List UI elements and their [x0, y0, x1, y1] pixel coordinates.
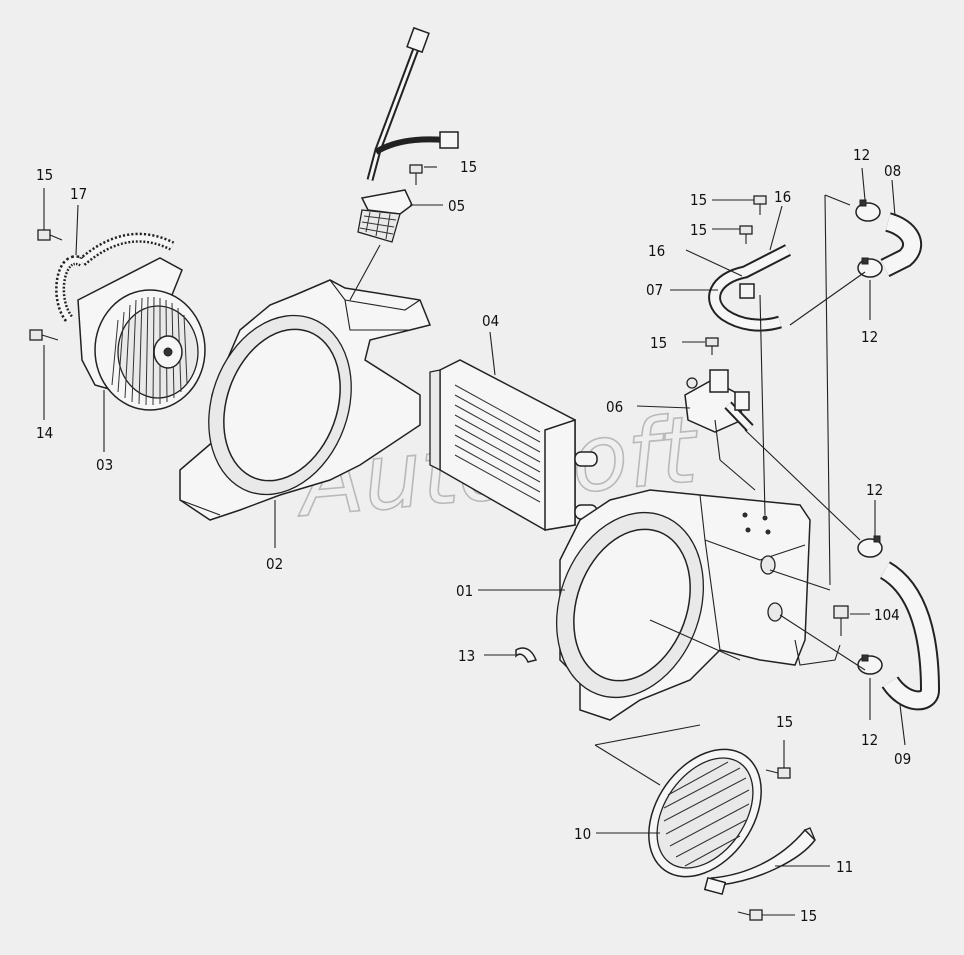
label-02: 02 [266, 555, 283, 573]
cover-11 [703, 827, 816, 896]
label-12: 12 [861, 328, 878, 346]
label-12: 12 [861, 731, 878, 749]
label-15: 15 [800, 907, 817, 925]
label-14: 14 [36, 424, 53, 442]
part-labels: 15 17 14 03 02 15 05 04 15 06 07 16 15 1… [36, 146, 911, 925]
label-04: 04 [482, 312, 499, 330]
water-valve-06 [684, 369, 754, 433]
label-10: 10 [574, 825, 591, 843]
label-12: 12 [866, 481, 883, 499]
clamp-12 [855, 199, 883, 675]
label-17: 17 [70, 185, 87, 203]
screws [29, 164, 849, 921]
label-11: 11 [836, 858, 853, 876]
label-09: 09 [894, 750, 911, 768]
label-leaders [43, 166, 906, 916]
heater-case-01 [555, 489, 841, 721]
label-16: 16 [648, 242, 665, 260]
label-15: 15 [460, 158, 477, 176]
grille-10 [648, 748, 762, 878]
label-15: 15 [690, 221, 707, 239]
clip-13 [515, 647, 538, 663]
pipe-07 [708, 244, 791, 332]
label-06: 06 [606, 398, 623, 416]
label-104: 104 [874, 606, 900, 624]
assembly-lines [349, 194, 866, 786]
label-16: 16 [774, 188, 791, 206]
label-08: 08 [884, 162, 901, 180]
label-07: 07 [646, 281, 663, 299]
label-15: 15 [776, 713, 793, 731]
label-15: 15 [690, 191, 707, 209]
hose-08 [880, 212, 923, 277]
blower-fan-03 [55, 232, 206, 411]
heater-core-04 [429, 359, 598, 531]
label-12: 12 [853, 146, 870, 164]
label-15: 15 [650, 334, 667, 352]
hose-09 [879, 561, 941, 711]
sensor-05 [357, 26, 459, 243]
label-13: 13 [458, 647, 475, 665]
label-01: 01 [456, 582, 473, 600]
label-05: 05 [448, 197, 465, 215]
label-15: 15 [36, 166, 53, 184]
label-03: 03 [96, 456, 113, 474]
fan-housing-02 [179, 279, 432, 521]
